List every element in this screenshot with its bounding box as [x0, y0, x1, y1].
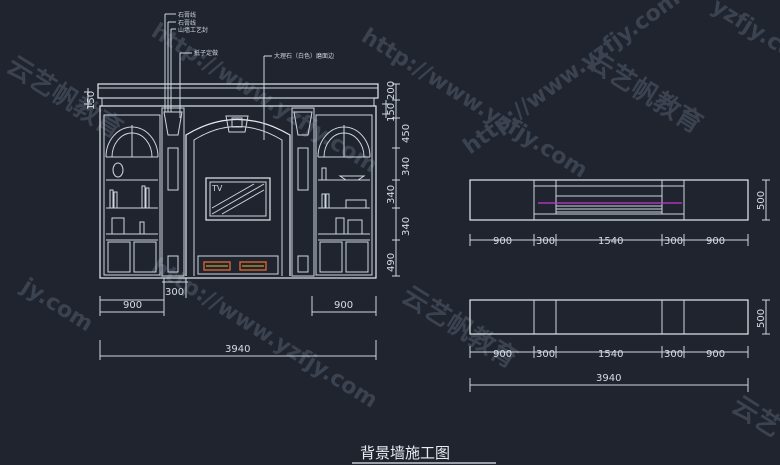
elevation-right-dimensions: 200 150 450 340 340 340 490 [382, 81, 412, 277]
left-bookcase [103, 114, 161, 276]
plan-bottom: 900 300 1540 300 900 3940 500 [469, 299, 770, 392]
central-arch: TV [185, 115, 291, 276]
plan-bottom-dim-900b: 900 [706, 349, 725, 360]
tv-wall-elevation: TV [84, 11, 412, 360]
plan-bottom-dim-1540: 1540 [598, 349, 623, 360]
plan-bottom-dim-300b: 300 [664, 349, 683, 360]
dim-right-340b: 340 [386, 185, 397, 204]
watermark-brand-4: 云艺 [726, 390, 780, 443]
dim-bottom-mid-300: 300 [165, 287, 184, 298]
plan-top-dim-1540: 1540 [598, 236, 623, 247]
dim-right-340a: 340 [401, 157, 412, 176]
right-pilaster [291, 107, 315, 277]
plan-bottom-dim-500: 500 [756, 309, 767, 328]
left-pilaster [161, 107, 185, 277]
watermark-brand-3: 云艺帆教育 [396, 280, 523, 375]
plan-top: 900 300 1540 300 900 500 [469, 179, 770, 247]
watermark-brand-1: 云艺帆教育 [1, 50, 128, 145]
callout-1: 石膏线 [178, 11, 196, 19]
dim-bottom-total-3940: 3940 [225, 344, 250, 355]
dim-left-150: 150 [86, 91, 97, 110]
watermark-layer: http://www.yzfjy.com http://www.yzfjy.co… [1, 0, 780, 444]
plan-bottom-dim-900a: 900 [493, 349, 512, 360]
plan-top-dim-500: 500 [756, 191, 767, 210]
drawing-title: 背景墙施工图 [360, 444, 450, 462]
callout-3: 山墙工艺封 [178, 26, 208, 34]
plan-top-dim-900b: 900 [706, 236, 725, 247]
elevation-bottom-dimensions: 900 300 900 3940 [99, 278, 377, 360]
dim-bottom-left-900: 900 [123, 300, 142, 311]
callout-5: 大理石（白色）磨面边 [274, 52, 334, 60]
elevation-left-dimension: 150 [84, 88, 97, 110]
watermark-brand-2: 云艺帆教育 [581, 45, 708, 140]
dim-right-340c: 340 [401, 217, 412, 236]
dim-bottom-right-900: 900 [334, 300, 353, 311]
plan-bottom-dim-300a: 300 [536, 349, 555, 360]
tv-screen [205, 177, 271, 221]
right-bookcase [315, 114, 373, 276]
dim-right-150: 150 [386, 103, 397, 122]
callout-4: 抵子定做 [194, 49, 218, 57]
watermark-url-5: yzfjy.com [707, 0, 780, 77]
dim-right-450: 450 [401, 124, 412, 143]
tv-label: TV [211, 184, 223, 193]
plan-bottom-dim-3940: 3940 [596, 373, 621, 384]
callout-2: 石膏线 [178, 19, 196, 27]
dim-right-490: 490 [386, 253, 397, 272]
plan-top-dim-900a: 900 [493, 236, 512, 247]
plan-top-dim-300b: 300 [664, 236, 683, 247]
callout-leaders: 石膏线 石膏线 山墙工艺封 抵子定做 大理石（白色）磨面边 [164, 11, 334, 140]
dim-right-200: 200 [386, 81, 397, 100]
watermark-url-6: jy.com [16, 273, 97, 337]
drawing-title-block: 背景墙施工图 [352, 444, 496, 464]
plan-top-dim-300a: 300 [536, 236, 555, 247]
tv-cabinet [197, 255, 279, 275]
